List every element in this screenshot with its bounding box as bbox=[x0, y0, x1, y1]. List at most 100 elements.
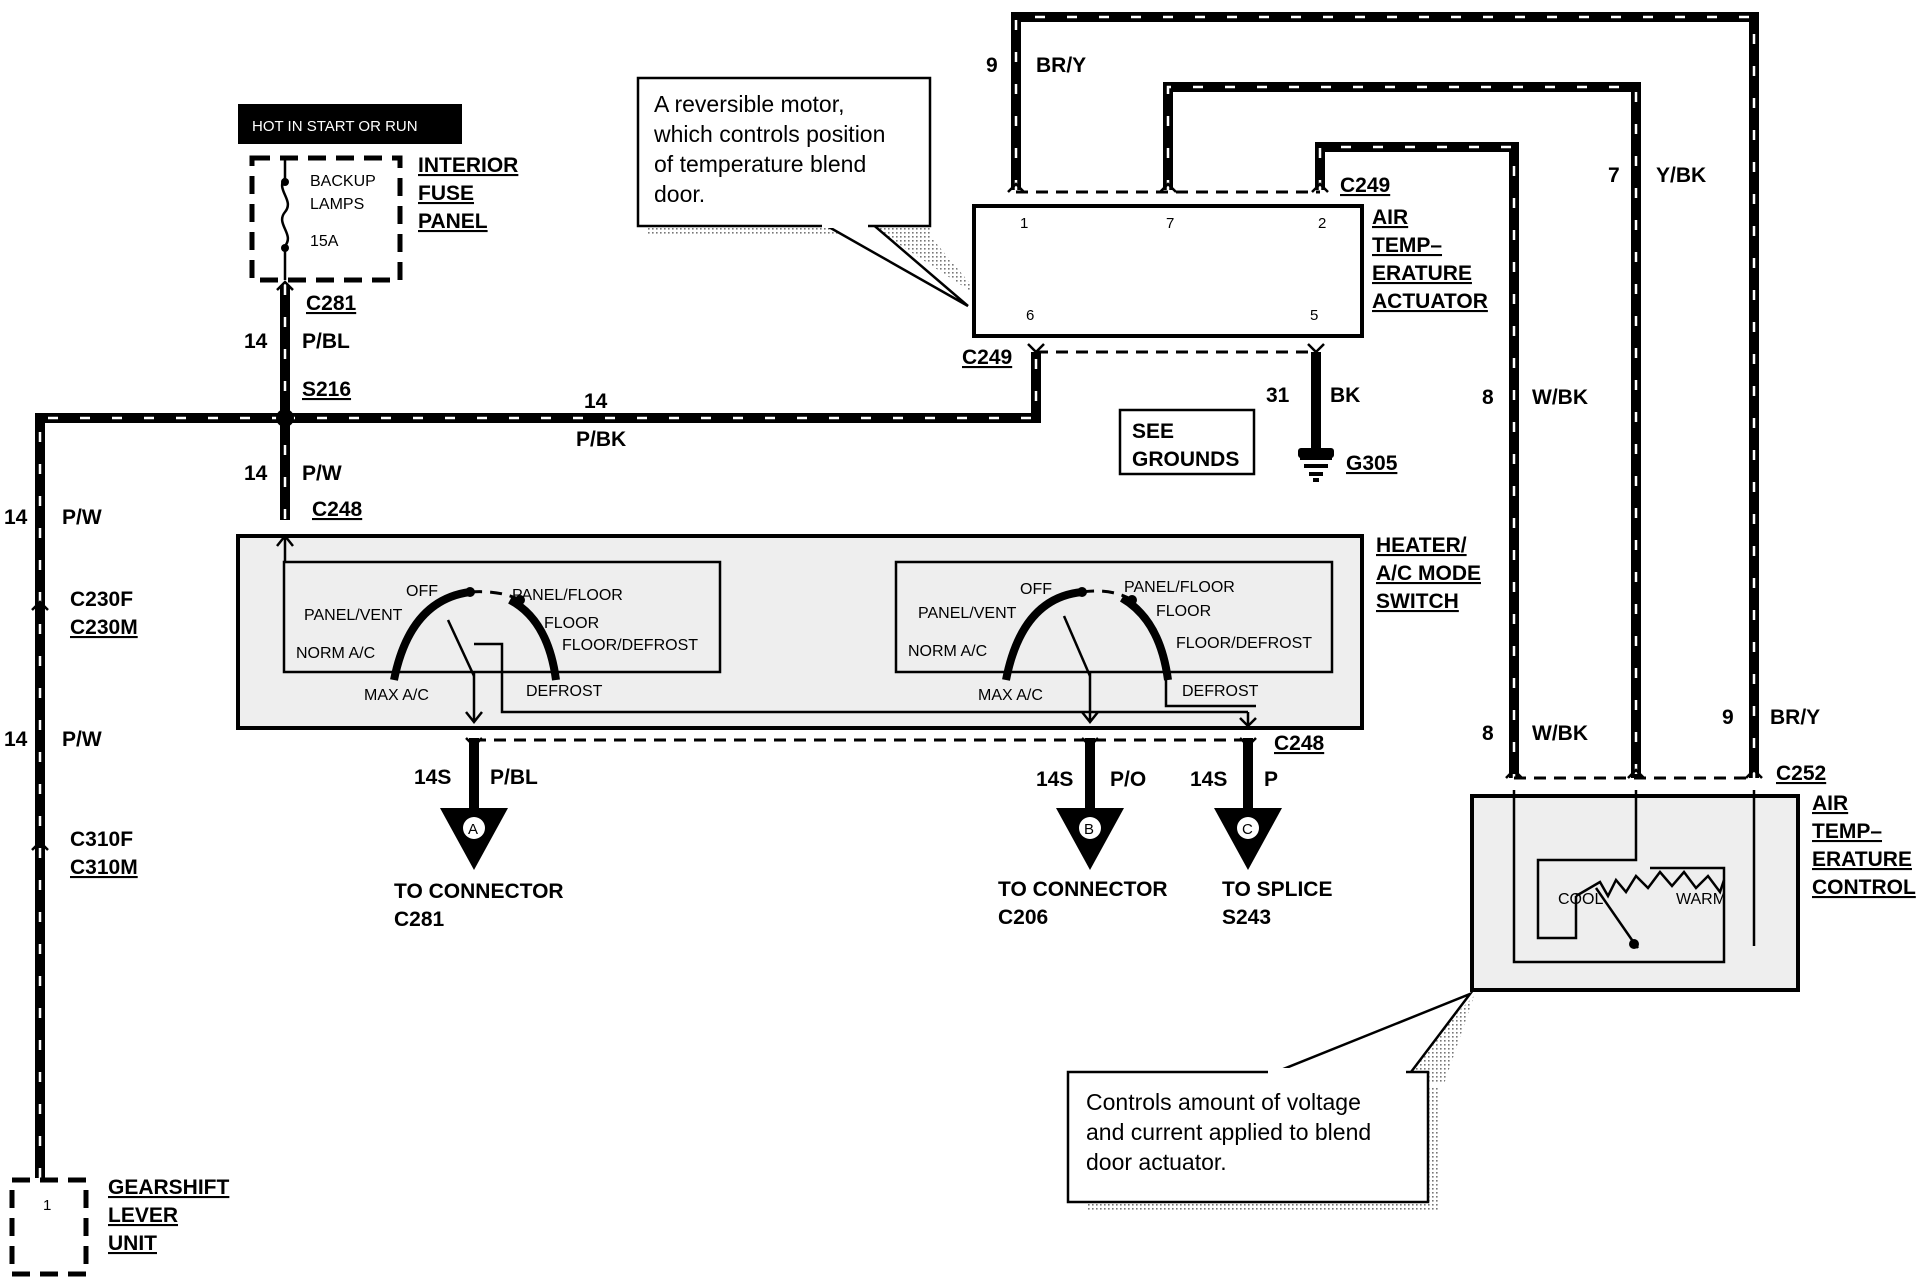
label-left2-color: P/W bbox=[62, 728, 102, 751]
label-bk-gauge: 31 bbox=[1266, 384, 1290, 407]
gearshift-lever-unit: 1 GEARSHIFT LEVER UNIT bbox=[9, 1176, 230, 1277]
label-c281: C281 bbox=[306, 292, 357, 315]
motor-note-2: which controls position bbox=[653, 121, 885, 147]
label-pbk-gauge: 14 bbox=[584, 390, 608, 413]
actuator-name-2: TEMP– bbox=[1372, 234, 1442, 257]
label-wbk-color: W/BK bbox=[1532, 386, 1588, 409]
control-note-2: and current applied to blend bbox=[1086, 1119, 1371, 1145]
sw1-norm-ac: NORM A/C bbox=[296, 645, 375, 662]
actuator-name-1: AIR bbox=[1372, 206, 1408, 229]
control-name-1: AIR bbox=[1812, 792, 1848, 815]
label-c252: C252 bbox=[1776, 762, 1826, 785]
callout-control: Controls amount of voltage and current a… bbox=[1066, 991, 1474, 1212]
label-c-gauge: 14S bbox=[1190, 768, 1227, 791]
sw2-floor-defrost: FLOOR/DEFROST bbox=[1176, 635, 1312, 652]
label-ybk-gauge: 7 bbox=[1608, 164, 1620, 187]
sw1-off: OFF bbox=[406, 583, 438, 600]
sw1-floor: FLOOR bbox=[544, 615, 599, 632]
arrow-a-dest-2: C281 bbox=[394, 908, 445, 931]
fuse-rating: 15A bbox=[310, 233, 339, 250]
actuator-pin-5: 5 bbox=[1310, 307, 1318, 324]
splice-s216 bbox=[276, 409, 294, 427]
mode-switch-name-2: A/C MODE bbox=[1376, 562, 1481, 585]
control-name-3: ERATURE bbox=[1812, 848, 1912, 871]
gearshift-name-3: UNIT bbox=[108, 1232, 157, 1255]
connector-forks bbox=[31, 182, 1763, 851]
motor-note-1: A reversible motor, bbox=[654, 91, 844, 117]
control-note-1: Controls amount of voltage bbox=[1086, 1089, 1361, 1115]
sw2-panel-floor: PANEL/FLOOR bbox=[1124, 579, 1235, 596]
arrow-b-dest-1: TO CONNECTOR bbox=[998, 878, 1168, 901]
mode-switch-name-1: HEATER/ bbox=[1376, 534, 1467, 557]
label-pw-gauge: 14 bbox=[244, 462, 268, 485]
mode-switch-name-3: SWITCH bbox=[1376, 590, 1459, 613]
sw2-panel-vent: PANEL/VENT bbox=[918, 605, 1017, 622]
sw1-floor-defrost: FLOOR/DEFROST bbox=[562, 637, 698, 654]
label-wbk2-color: W/BK bbox=[1532, 722, 1588, 745]
actuator-pin-2: 2 bbox=[1318, 215, 1326, 232]
sw2-norm-ac: NORM A/C bbox=[908, 643, 987, 660]
label-fuse-color: P/BL bbox=[302, 330, 350, 353]
gearshift-pin: 1 bbox=[43, 1197, 51, 1214]
control-cool: COOL bbox=[1558, 891, 1603, 908]
see-grounds-1: SEE bbox=[1132, 420, 1174, 443]
fuse-name-1: BACKUP bbox=[310, 173, 376, 190]
fuse-header-text: HOT IN START OR RUN bbox=[252, 118, 418, 135]
label-fuse-gauge: 14 bbox=[244, 330, 268, 353]
label-bry-gauge: 9 bbox=[986, 54, 998, 77]
label-c230m: C230M bbox=[70, 616, 138, 639]
interior-fuse-panel: HOT IN START OR RUN BACKUP LAMPS 15A INT… bbox=[238, 104, 518, 283]
motor-note-4: door. bbox=[654, 181, 705, 207]
sw2-off: OFF bbox=[1020, 581, 1052, 598]
label-left1-color: P/W bbox=[62, 506, 102, 529]
label-c310f: C310F bbox=[70, 828, 133, 851]
label-left1-gauge: 14 bbox=[4, 506, 28, 529]
fuse-header-bar bbox=[238, 104, 462, 144]
fuse-panel-name-2: FUSE bbox=[418, 182, 474, 205]
label-bry-color: BR/Y bbox=[1036, 54, 1086, 77]
label-a-color: P/BL bbox=[490, 766, 538, 789]
label-bry2-gauge: 9 bbox=[1722, 706, 1734, 729]
gearshift-name-1: GEARSHIFT bbox=[108, 1176, 230, 1199]
label-b-color: P/O bbox=[1110, 768, 1146, 791]
sw2-max-ac: MAX A/C bbox=[978, 687, 1043, 704]
sw1-max-ac: MAX A/C bbox=[364, 687, 429, 704]
label-c249-top: C249 bbox=[1340, 174, 1390, 197]
sw2-floor: FLOOR bbox=[1156, 603, 1211, 620]
label-ybk-color: Y/BK bbox=[1656, 164, 1706, 187]
see-grounds-2: GROUNDS bbox=[1132, 448, 1239, 471]
sw1-panel-vent: PANEL/VENT bbox=[304, 607, 403, 624]
label-c248-top: C248 bbox=[312, 498, 363, 521]
output-arrows: C248 14S P/BL 14S P/O 14S P A TO CONNECT… bbox=[394, 732, 1332, 931]
control-note-3: door actuator. bbox=[1086, 1149, 1227, 1175]
label-c230f: C230F bbox=[70, 588, 133, 611]
label-c-color: P bbox=[1264, 768, 1278, 791]
ground-icon bbox=[1300, 456, 1332, 482]
arrow-c-dest-1: TO SPLICE bbox=[1222, 878, 1332, 901]
sw1-panel-floor: PANEL/FLOOR bbox=[512, 587, 623, 604]
actuator-pin-1: 1 bbox=[1020, 215, 1028, 232]
callout-motor: A reversible motor, which controls posit… bbox=[636, 76, 984, 308]
label-g305: G305 bbox=[1346, 452, 1398, 475]
label-a-gauge: 14S bbox=[414, 766, 451, 789]
fuse-panel-name-1: INTERIOR bbox=[418, 154, 518, 177]
label-c310m: C310M bbox=[70, 856, 138, 879]
sw1-defrost: DEFROST bbox=[526, 683, 603, 700]
sw2-defrost: DEFROST bbox=[1182, 683, 1259, 700]
label-b-gauge: 14S bbox=[1036, 768, 1073, 791]
control-name-2: TEMP– bbox=[1812, 820, 1882, 843]
gearshift-name-2: LEVER bbox=[108, 1204, 178, 1227]
top-wire-labels: 9 BR/Y 7 Y/BK 8 W/BK bbox=[986, 54, 1706, 409]
control-name-4: CONTROL bbox=[1812, 876, 1916, 899]
fuse-name-2: LAMPS bbox=[310, 196, 364, 213]
left-wire-labels: C281 14 P/BL S216 14 P/BK 14 P/W C248 14… bbox=[4, 292, 626, 879]
label-left2-gauge: 14 bbox=[4, 728, 28, 751]
ground-g305: 31 BK G305 SEE GROUNDS bbox=[1118, 384, 1398, 482]
wires bbox=[35, 12, 1759, 1178]
arrow-b-letter: B bbox=[1084, 821, 1094, 838]
label-s216: S216 bbox=[302, 378, 351, 401]
arrow-a-dest-1: TO CONNECTOR bbox=[394, 880, 564, 903]
actuator-pin-7: 7 bbox=[1166, 215, 1174, 232]
heater-ac-mode-switch: OFF PANEL/FLOOR PANEL/VENT FLOOR FLOOR/D… bbox=[236, 533, 1481, 730]
